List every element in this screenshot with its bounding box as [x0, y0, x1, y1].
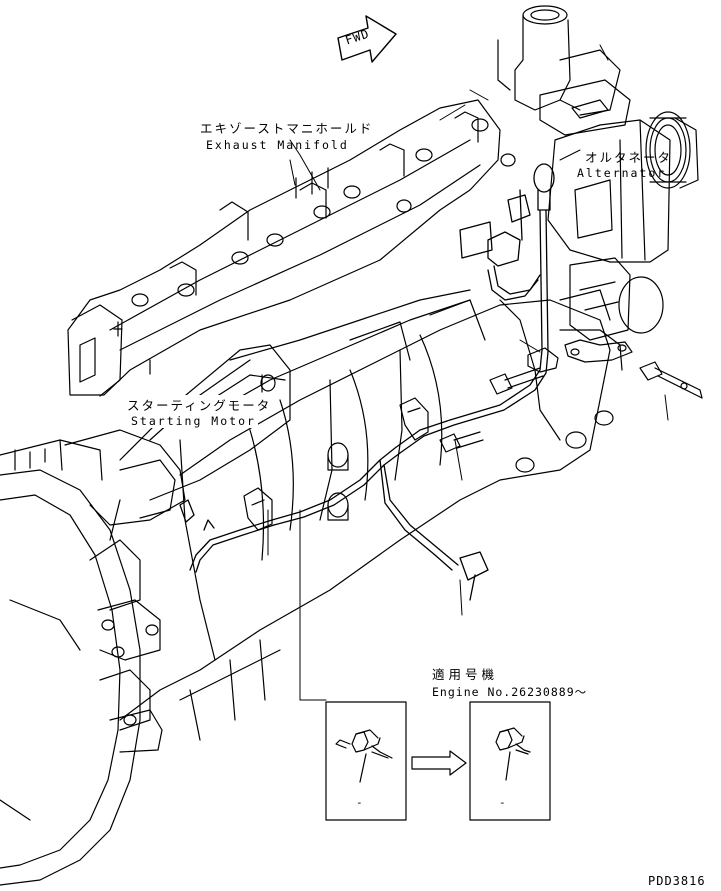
starting-motor-label-jp: スターティングモータ	[125, 395, 274, 414]
replacement-arrow-icon	[411, 750, 467, 776]
exhaust-manifold-label-jp: エキゾーストマニホールド	[200, 121, 374, 136]
leader-lines	[267, 44, 669, 701]
detail-box-after	[469, 701, 551, 821]
engine-block-shape	[119, 289, 623, 721]
thermostat-housing-shape	[497, 5, 631, 136]
harness-clamps-shape	[243, 339, 633, 531]
exhaust-manifold-shape	[67, 99, 516, 397]
starting-motor-label-en: Starting Motor	[129, 414, 258, 428]
detail-box-before-mark: -	[356, 796, 364, 809]
exhaust-manifold-label-en: Exhaust Manifold	[206, 138, 349, 152]
flywheel-housing-shape	[0, 429, 281, 886]
alternator-label-jp: オルタネータ	[585, 150, 673, 165]
fwd-arrow-icon	[337, 15, 397, 63]
detail-box-before	[325, 701, 407, 821]
bolt-icon	[439, 361, 703, 453]
applicability-title: 適用号機	[432, 667, 499, 682]
engine-number-label: Engine No.26230889～	[432, 685, 588, 699]
alternator-label-en: Alternator	[577, 166, 667, 180]
alternator-shape	[547, 111, 699, 341]
drawing-code: PDD3816	[648, 874, 706, 888]
wiring-harness-shape	[179, 163, 555, 601]
detail-box-after-mark: -	[499, 796, 507, 809]
